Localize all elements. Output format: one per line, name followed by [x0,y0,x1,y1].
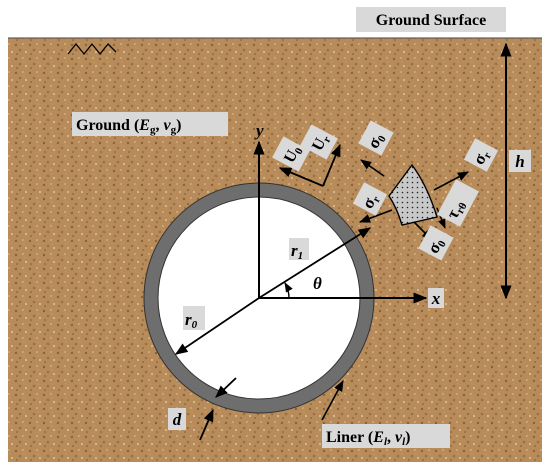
x-axis-label-bg [428,288,444,308]
x-axis-label: x [431,289,441,308]
ground-label: Ground (Eg, νg) [76,117,181,136]
d-label: d [173,410,182,429]
d-arrow-inner [215,377,237,398]
sigma-r-left-arrow [358,209,393,223]
ground-surface-label-bg [356,7,506,32]
r1-label: r1 [291,241,303,262]
u0-label: U0 [281,142,306,166]
d-arrow-outer [199,408,214,441]
theta-label: θ [313,274,322,293]
sigma-r-right-arrow [433,171,469,191]
ur-arrow [322,143,341,187]
y-axis-label: y [254,121,264,140]
liner-label-bg [322,424,450,448]
ground-label-bg [72,112,228,136]
u0-label-bg [272,136,310,172]
ground-surface-label: Ground Surface [376,12,486,29]
sigma-r-right-label-bg [463,138,499,172]
sigma0-top-arrow [360,159,385,177]
r1-label-bg [289,238,309,260]
tau-label-bg [437,179,479,227]
liner-label: Liner (El, νl) [326,429,411,448]
surface-zigzag-icon [67,42,117,56]
ur-label: Ur [309,131,334,155]
tau-arrow [436,207,446,229]
sigma-r-left-label-bg [352,182,388,216]
r0-label: r0 [185,310,198,331]
sigma0-top-label-bg [358,120,394,156]
r0-radius-line [174,297,260,355]
liner-pointer-arrow [321,380,344,421]
ur-label-bg [300,124,338,160]
r1-radius-line [258,227,372,299]
stress-element [388,163,438,226]
h-label-bg [509,150,531,172]
h-label: h [515,152,524,171]
d-label-bg [168,408,186,430]
u0-arrow [278,167,324,187]
sigma0-bottom-label-bg [418,225,454,261]
r0-label-bg [183,306,205,330]
theta-arc [284,282,293,299]
